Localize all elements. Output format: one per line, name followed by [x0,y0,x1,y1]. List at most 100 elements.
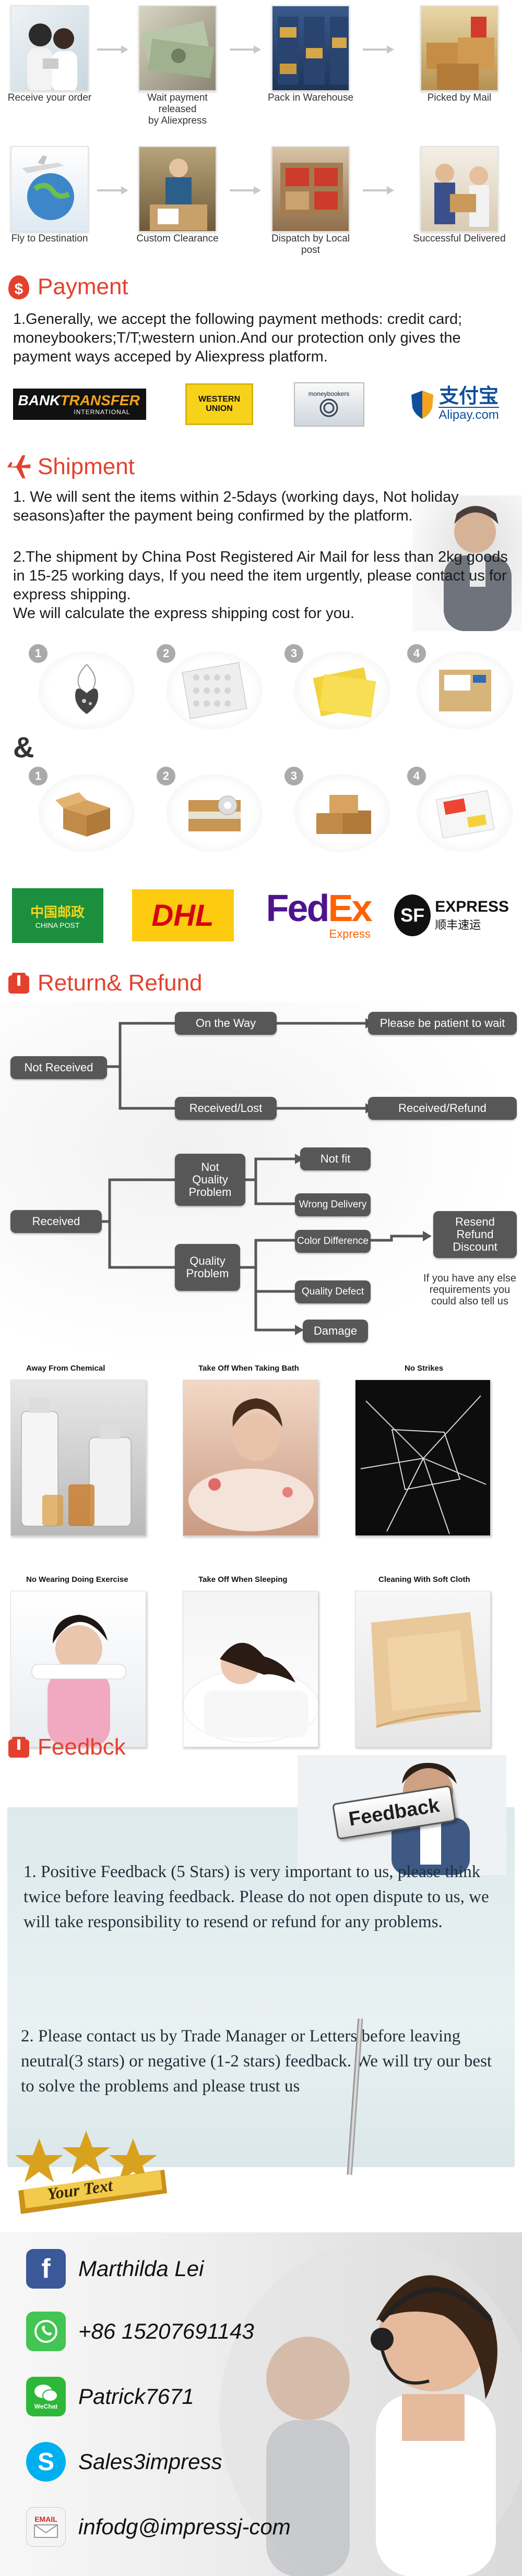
care-item: Take Off When Taking Bath [183,1364,324,1539]
bath-photo [183,1380,318,1536]
payment-heading: $ Payment [5,271,128,303]
sleeping-photo [183,1591,318,1747]
svg-text:$: $ [15,281,23,298]
refund-title: Return& Refund [38,970,203,996]
resend-refund-box: Resend Refund Discount [433,1211,517,1258]
step-picked-mail: Picked by Mail [412,5,506,104]
pack-step: 1 [29,767,136,855]
step-caption: Wait payment released by Aliexpress [147,92,208,126]
bank-word: BANK [18,392,61,408]
pack-step: 2 [157,644,264,733]
warehouse-photo [271,5,350,91]
return-box-icon [5,970,32,997]
feedback-text-2: 2. Please contact us by Trade Manager or… [21,2027,492,2096]
wechat-icon: WeChat [26,2377,66,2416]
pack-step: 4 [407,767,514,855]
payment-text: 1.Generally, we accept the following pay… [13,311,462,365]
sf-cn: 顺丰速运 [435,918,481,932]
arrow-right-icon [363,185,394,196]
step-dispatch-local: Dispatch by Local post [264,146,358,256]
sf-express-logo: SF EXPRESS 顺丰速运 [394,887,509,944]
wechat-label: WeChat [34,2403,58,2410]
arrow-right-icon [97,185,128,196]
contact-phone-row: +86 15207691143 [26,2311,254,2352]
china-post-cn: 中国邮政 [30,904,85,920]
pack-step: 2 [157,767,264,855]
care-title: No Strikes [405,1364,444,1373]
process-row-1: Receive your order Wait payment released… [0,5,522,126]
arrow-right-icon [363,44,394,55]
delivered-photo [420,146,499,232]
shipment-title: Shipment [38,454,135,479]
process-row-2: Fly to Destination Custom Clearance Disp… [0,146,522,256]
necklace-pendant-photo [38,651,135,730]
skype-icon: S [26,2442,66,2482]
step-caption: Dispatch by Local post [271,233,350,256]
email-icon: EMAIL [26,2507,66,2547]
dhl-word: DHL [151,898,214,933]
western-union-logo: WESTERN UNION [183,383,256,425]
step-caption: Custom Clearance [136,233,219,244]
broken-glass-photo [355,1380,491,1536]
fedex-express: Express [329,927,371,940]
money-photo [138,5,217,91]
dhl-logo: DHL [130,887,235,944]
care-title: Take Off When Sleeping [198,1575,288,1584]
care-title: Cleaning With Soft Cloth [378,1575,470,1584]
pack-number: 2 [157,644,175,663]
quality-problem-box: Quality Problem [175,1244,240,1291]
contact-wechat: Patrick7671 [78,2384,194,2409]
color-difference-box: Color Difference [295,1230,371,1253]
wu-line-2: UNION [206,404,233,413]
shipment-text-3: We will calculate the express shipping c… [13,605,354,622]
contact-name: Marthilda Lei [78,2256,204,2281]
damage-box: Damage [303,1320,368,1343]
express-pack-photo [417,774,513,852]
requirements-note: If you have any else requirements you co… [423,1273,516,1307]
alipay-cn: 支付宝 [438,385,499,407]
not-received-box: Not Received [10,1056,107,1079]
email-label: EMAIL [34,2515,57,2523]
quality-defect-box: Quality Defect [295,1280,371,1303]
on-the-way-box: On the Way [175,1012,277,1035]
pack-number: 1 [29,644,48,663]
pack-step: 3 [284,767,392,855]
contact-phone: +86 15207691143 [78,2319,254,2343]
dollar-icon: $ [5,273,32,300]
fedex-fed: Fed [266,888,329,929]
arrow-right-icon [230,44,261,55]
receive-order-photo [10,5,89,91]
step-caption: Successful Delivered [413,233,506,244]
customs-photo [138,146,217,232]
pack-number: 1 [29,767,48,785]
refund-heading: Return& Refund [5,967,203,999]
step-receive-order: Receive your order [3,5,97,104]
moneybookers-logo: moneybookers [292,382,365,427]
step-caption: Fly to Destination [11,233,88,244]
sf-en: EXPRESS [435,898,509,915]
feedback-badge-text: Feedback [347,1794,441,1830]
support-man-photo [412,495,522,631]
not-quality-box: Not Quality Problem [175,1154,245,1206]
globe-plane-photo [10,146,89,232]
shipment-heading: Shipment [5,451,135,482]
arrow-right-icon [230,185,261,196]
care-item: No Strikes [355,1364,496,1539]
pack-number: 3 [284,644,303,663]
pack-step: 4 [407,644,514,733]
pack-step: 1 [29,644,136,733]
wrong-delivery-box: Wrong Delivery [295,1193,371,1216]
flow-connectors [99,1018,432,1335]
soft-cloth-photo [355,1591,491,1747]
payment-title: Payment [38,274,128,299]
care-item: Cleaning With Soft Cloth [355,1575,496,1750]
care-title: Take Off When Taking Bath [198,1364,299,1373]
shipment-text-2: 2.The shipment by China Post Registered … [13,549,508,603]
feedback-box-icon [5,1734,32,1761]
airplane-icon [5,453,32,480]
whatsapp-icon [26,2312,66,2351]
contact-wechat-row: WeChat Patrick7671 [26,2376,194,2417]
received-refund-box: Received/Refund [368,1097,517,1120]
care-title: Away From Chemical [26,1364,105,1373]
china-post-en: CHINA POST [35,921,80,929]
